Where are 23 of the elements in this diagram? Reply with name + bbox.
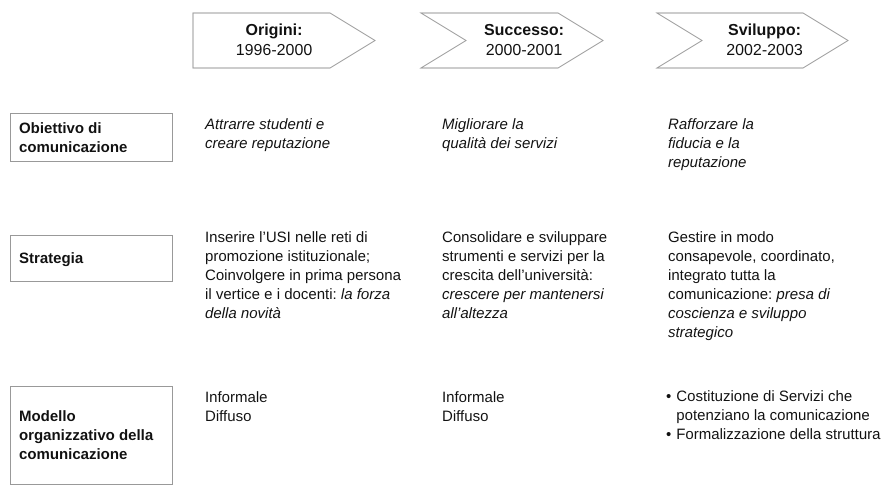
cell-text: Gestire in modo consapevole, coordinato, integrato tutta la comunicazione: presa di coscienza e sviluppo strategico <box>668 228 836 342</box>
cell-text: Inserire l’USI nelle reti di promozione istituzionale; Coinvolgere in prima persona il vertice e i docenti: la forza della novità <box>205 228 402 323</box>
bullet-text: Costituzione di Servizi che potenziano la comunicazione <box>676 387 871 425</box>
row-header-box: Modello organizzativo della comunicazione <box>10 386 173 485</box>
row-header-box: Obiettivo di comunicazione <box>10 113 173 162</box>
cell-text: Migliorare la qualità dei servizi <box>442 115 558 153</box>
phase-years: 2002-2003 <box>726 40 803 60</box>
cell-text: Diffuso <box>205 407 252 426</box>
cell-text: Attrarre studenti e creare reputazione <box>205 115 332 153</box>
cell-text: Consolidare e sviluppare strumenti e servizi per la crescita dell’università: crescere per mantenersi all’altezza <box>442 228 608 323</box>
bullet-mark: • <box>666 425 672 444</box>
phase-years: 2000-2001 <box>486 40 562 60</box>
cell-text: Rafforzare la fiducia e la reputazione <box>668 115 755 172</box>
bullet-text: Formalizzazione della struttura <box>676 425 881 444</box>
phase-title: Origini: <box>246 20 302 40</box>
bullet-mark: • <box>666 387 672 407</box>
phase-years: 1996-2000 <box>236 40 312 60</box>
phase-title: Sviluppo: <box>728 20 801 40</box>
cell-text: Informale <box>442 388 505 407</box>
row-header-box: Strategia <box>10 235 173 282</box>
phase-title: Successo: <box>484 20 564 40</box>
cell-text: Diffuso <box>442 407 488 426</box>
cell-text: Informale <box>205 388 268 407</box>
